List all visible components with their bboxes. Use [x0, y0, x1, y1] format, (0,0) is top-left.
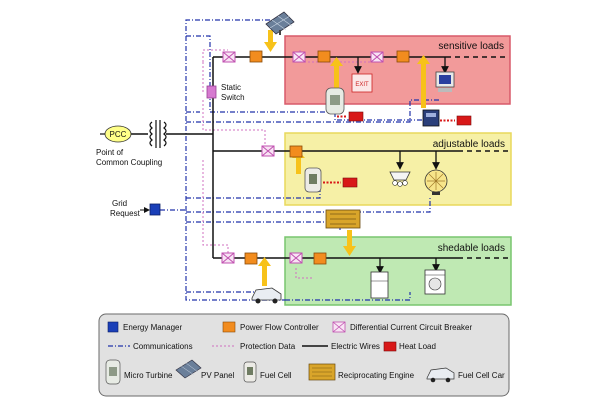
comm-line-engine: [186, 221, 341, 230]
comm-line-main-bus: [185, 19, 285, 301]
pcc-bubble-label: PCC: [110, 130, 127, 139]
pcc-node: PCC Point of Common Coupling: [96, 125, 162, 167]
sheddable-loads-zone: shedable loads: [284, 236, 512, 306]
transformer-icon: [149, 120, 167, 148]
fuel-cell-icon: [304, 167, 322, 193]
legend-protection-data-label: Protection Data: [240, 342, 296, 351]
protection-line-3: [202, 100, 266, 152]
legend-fuel-cell-label: Fuel Cell: [260, 371, 292, 380]
exit-sign-icon: EXIT: [351, 73, 373, 93]
legend-electric-wires-label: Electric Wires: [331, 342, 380, 351]
exit-sign-text: EXIT: [355, 82, 369, 88]
arrow-car-up: [258, 257, 271, 286]
heat-load-icon: [383, 341, 397, 352]
pv-panel-icon: [265, 11, 295, 35]
legend-reciprocating-engine-label: Reciprocating Engine: [338, 371, 415, 380]
refrigerator-icon: [370, 271, 389, 299]
pv-panel-icon: [175, 359, 202, 379]
arrow-engine-down: [343, 230, 356, 256]
power-flow-controllers: [244, 50, 410, 265]
power-flow-controller-icon: [222, 321, 236, 333]
protection-line-6: [295, 268, 312, 279]
sensitive-zone-box: [284, 35, 511, 105]
comm-line-heater: [186, 198, 431, 213]
feeder-dashed-ends: [446, 56, 508, 259]
breaker-sensitive-main: [222, 51, 236, 63]
comm-line-washer: [285, 292, 411, 301]
pfc-sensitive-battery: [396, 50, 410, 63]
static-switch-label-1: Static: [221, 83, 241, 92]
pfc-adjustable-main: [289, 145, 303, 158]
micro-turbine-icon: [325, 87, 345, 115]
sheddable-zone-title: shedable loads: [438, 243, 505, 254]
sheddable-zone-box: [284, 236, 512, 306]
comm-line-turbine: [186, 35, 335, 113]
protection-line-4: [202, 160, 229, 258]
protection-line-1: [202, 49, 228, 62]
legend-energy-manager-label: Energy Manager: [123, 323, 182, 332]
legend-box: [98, 313, 510, 397]
breaker-sheddable-main: [221, 252, 235, 264]
legend-heat-load-label: Heat Load: [399, 342, 436, 351]
legend-pv-panel-label: PV Panel: [201, 371, 235, 380]
arrow-battery-up: [417, 55, 430, 108]
washing-machine-icon: [424, 269, 446, 295]
heat-load-sensitive-1: [337, 111, 364, 122]
reciprocating-engine-icon: [308, 363, 336, 381]
fuel-cell-car-icon: [426, 367, 455, 383]
legend-communications-label: Communications: [133, 342, 193, 351]
breaker-sheddable-engine: [289, 252, 303, 264]
battery-fuel-cell-unit-icon: [422, 109, 440, 127]
fuel-cell-car-icon: [251, 287, 282, 304]
grid-request-label-1: Grid: [112, 199, 127, 208]
space-heater-icon: [424, 169, 448, 195]
reciprocating-engine-icon: [325, 209, 361, 229]
breaker-sensitive-turbine: [292, 51, 306, 63]
static-switch-icon: [206, 85, 217, 99]
adjustable-zone-title: adjustable loads: [433, 139, 505, 150]
grid-request-label-2: Request: [110, 209, 141, 218]
legend-fuel-cell-car-label: Fuel Cell Car: [458, 371, 505, 380]
pfc-sheddable-engine: [313, 252, 327, 265]
breaker-adjustable-main: [261, 145, 275, 157]
legend-breaker-label: Differential Current Circuit Breaker: [350, 323, 472, 332]
legend-power-flow-controller-label: Power Flow Controller: [240, 323, 319, 332]
pcc-caption-2: Common Coupling: [96, 158, 162, 167]
load-drops: [354, 57, 449, 274]
pfc-sensitive-main: [249, 50, 263, 63]
computer-icon: [435, 71, 455, 92]
legend-micro-turbine-label: Micro Turbine: [124, 371, 173, 380]
comm-line-battery: [334, 112, 430, 121]
sensitive-loads-zone: sensitive loads: [284, 35, 511, 105]
static-switch-label-2: Switch: [221, 93, 245, 102]
sensitive-zone-title: sensitive loads: [438, 41, 504, 52]
pcc-caption-1: Point of: [96, 148, 124, 157]
heat-load-sensitive-2: [440, 115, 472, 126]
differential-current-circuit-breaker-icon: [332, 321, 346, 333]
energy-manager-icon: [107, 321, 119, 333]
legend: Energy Manager Power Flow Controller Dif…: [98, 313, 510, 397]
breaker-sensitive-battery: [370, 51, 384, 63]
pfc-sheddable-main: [244, 252, 258, 265]
static-switch: Static Switch: [206, 83, 245, 102]
heat-load-adjustable: [323, 177, 358, 188]
fuel-cell-icon: [243, 361, 257, 383]
energy-manager-icon: [149, 203, 161, 216]
grid-request: Grid Request: [110, 199, 161, 218]
comm-line-fuelcell: [186, 190, 321, 199]
ceiling-light-icon: [389, 171, 411, 187]
pfc-sensitive-turbine: [317, 50, 331, 63]
circuit-breakers: [221, 51, 384, 264]
arrow-pv: [264, 30, 277, 52]
micro-turbine-icon: [105, 359, 121, 385]
arrow-turbine-up: [330, 57, 343, 88]
